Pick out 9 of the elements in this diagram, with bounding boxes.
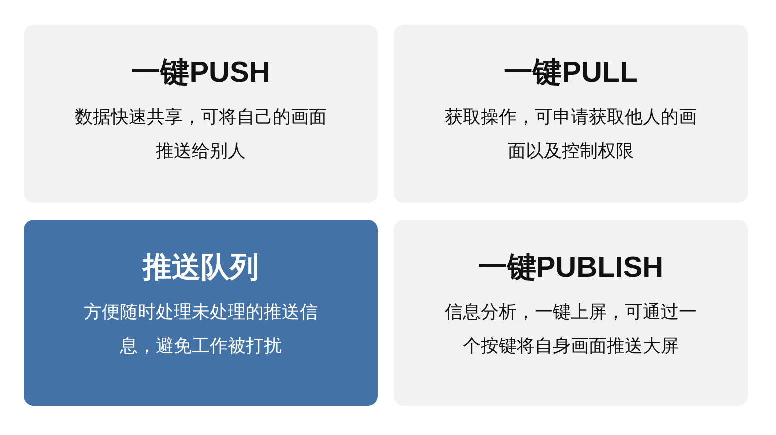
feature-card: [24, 220, 378, 406]
card-title: 一键PUSH: [132, 56, 270, 91]
card-description: 信息分析，一键上屏，可通过一个按键将自身画面推送大屏: [444, 301, 698, 359]
card-description: 获取操作，可申请获取他人的画面以及控制权限: [444, 106, 698, 164]
card-title: 一键PULL: [504, 56, 638, 91]
card-description: 数据快速共享，可将自己的画面推送给别人: [74, 106, 328, 164]
card-title: 一键PUBLISH: [478, 251, 664, 286]
card-title: 推送队列: [143, 251, 259, 286]
card-description: 方便随时处理未处理的推送信息，避免工作被打扰: [83, 301, 319, 359]
